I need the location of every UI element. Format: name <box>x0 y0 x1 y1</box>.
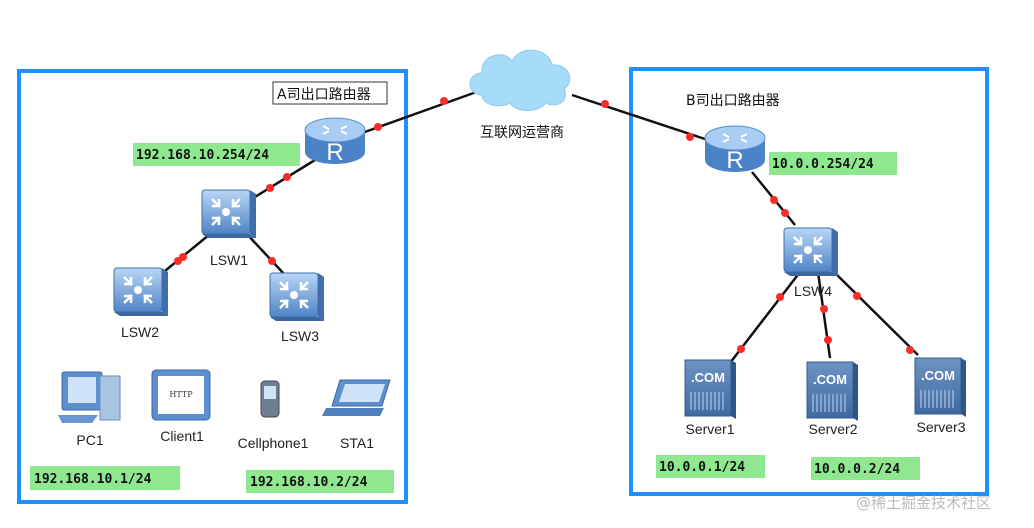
http-client-icon[interactable]: HTTP <box>151 369 211 421</box>
ip-label-bg <box>769 152 897 175</box>
server-badge: .COM <box>813 372 847 387</box>
server-label: Server1 <box>685 421 734 437</box>
ip-label-bg <box>133 143 300 166</box>
switch-icon[interactable] <box>782 226 840 278</box>
server-label: Server3 <box>916 419 965 435</box>
endpoint-label: Cellphone1 <box>238 435 309 451</box>
switch-label: LSW2 <box>121 324 159 340</box>
server-icon[interactable]: .COM <box>914 357 967 418</box>
router-b-ip: 10.0.0.254/24 <box>772 157 874 172</box>
pc-icon[interactable] <box>58 371 121 423</box>
site-a-boundary <box>17 69 408 504</box>
ip-label-bg <box>30 466 180 490</box>
cloud-label: 互联网运营商 <box>480 125 564 141</box>
svg-text:HTTP: HTTP <box>169 390 193 399</box>
server1-ip: 10.0.0.1/24 <box>659 460 745 475</box>
endpoint-label: STA1 <box>340 435 374 451</box>
router-a-ip: 192.168.10.254/24 <box>136 148 269 163</box>
switch-label: LSW3 <box>281 328 319 344</box>
site-a-ip-left: 192.168.10.1/24 <box>34 472 152 487</box>
endpoint-label: PC1 <box>76 432 103 448</box>
ip-label-bg <box>246 470 394 493</box>
router-a-label: A司出口路由器 <box>277 87 371 103</box>
server2-ip: 10.0.0.2/24 <box>814 462 900 477</box>
switch-label: LSW1 <box>210 252 248 268</box>
links <box>159 88 919 364</box>
site-a-ip-right: 192.168.10.2/24 <box>250 475 368 490</box>
link-port-dots <box>174 97 914 354</box>
switch-icon[interactable] <box>200 188 258 240</box>
server-icon[interactable]: .COM <box>806 361 859 422</box>
ip-label-bg <box>656 455 765 478</box>
switch-label: LSW4 <box>794 283 832 299</box>
switch-icon[interactable] <box>268 271 326 323</box>
laptop-icon[interactable] <box>322 379 391 416</box>
ip-label-bg <box>811 457 920 480</box>
server-label: Server2 <box>808 421 857 437</box>
switch-icon[interactable] <box>112 266 170 318</box>
router-a-label-box <box>272 81 388 105</box>
endpoint-label: Client1 <box>160 428 204 444</box>
watermark: @稀土掘金技术社区 <box>856 494 991 512</box>
server-icon[interactable]: .COM <box>684 359 737 420</box>
router-icon[interactable] <box>704 125 766 175</box>
site-b-boundary <box>629 67 989 496</box>
server-badge: .COM <box>921 368 955 383</box>
cellphone-icon[interactable] <box>260 380 280 418</box>
router-b-label: B司出口路由器 <box>686 93 780 109</box>
router-icon[interactable] <box>304 117 366 167</box>
server-badge: .COM <box>691 370 725 385</box>
cloud-icon[interactable] <box>469 49 571 111</box>
